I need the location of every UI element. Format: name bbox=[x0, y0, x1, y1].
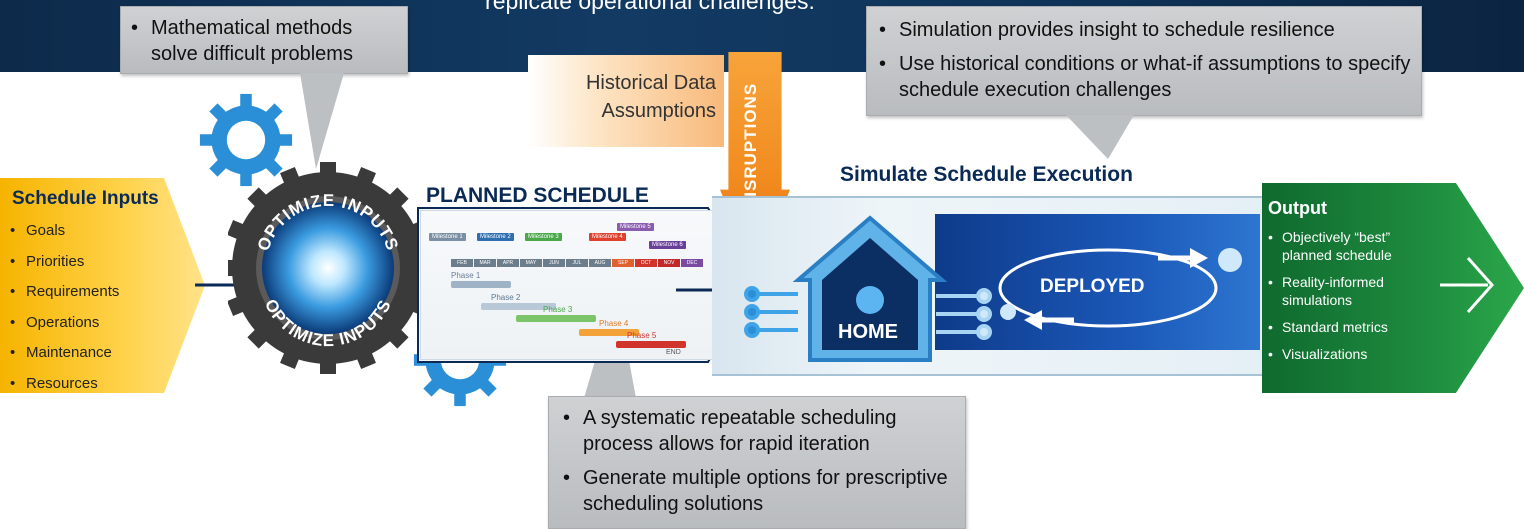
phase-bar bbox=[579, 329, 639, 336]
list-item: Requirements bbox=[10, 283, 119, 314]
home-house-icon bbox=[792, 215, 948, 362]
home-label: HOME bbox=[838, 321, 898, 343]
milestone-tag: Milestone 3 bbox=[525, 233, 562, 241]
list-item: Visualizations bbox=[1268, 345, 1443, 363]
output-title: Output bbox=[1268, 198, 1327, 218]
list-item: Objectively “best” planned schedule bbox=[1268, 228, 1443, 264]
circuit-right-icon bbox=[936, 288, 992, 340]
callout-math-item: Mathematical methods solve difficult pro… bbox=[129, 15, 399, 67]
list-item: Resources bbox=[10, 375, 119, 406]
callout-process: A systematic repeatable scheduling proce… bbox=[548, 396, 966, 529]
optimize-gear-icon: OPTIMIZE INPUTS OPTIMIZE INPUTS bbox=[228, 162, 428, 374]
output-arrow-icon bbox=[1440, 257, 1495, 313]
month-label: JUN bbox=[543, 259, 565, 267]
end-label: END bbox=[666, 349, 681, 356]
list-item: Maintenance bbox=[10, 344, 119, 375]
deployed-label: DEPLOYED bbox=[1040, 276, 1145, 297]
callout-simulation-item: Simulation provides insight to schedule … bbox=[877, 17, 1413, 43]
deploy-cycle-icon bbox=[998, 248, 1242, 330]
callout-process-item: A systematic repeatable scheduling proce… bbox=[561, 405, 957, 457]
output-list: Objectively “best” planned schedule Real… bbox=[1268, 228, 1443, 372]
phase-label: Phase 3 bbox=[543, 305, 573, 314]
phase-bar bbox=[481, 303, 556, 310]
phase-label: Phase 1 bbox=[451, 271, 481, 280]
phase-bar bbox=[451, 281, 511, 288]
disruptions-label: DISRUPTIONS bbox=[741, 82, 760, 210]
month-label: NOV bbox=[658, 259, 680, 267]
circuit-left-icon bbox=[744, 286, 798, 338]
milestone-tag: Milestone 2 bbox=[477, 233, 514, 241]
month-label: JUL bbox=[566, 259, 588, 267]
milestone-tag: Milestone 5 bbox=[617, 223, 654, 231]
list-item: Reality-informed simulations bbox=[1268, 273, 1443, 309]
callout-math-tail bbox=[300, 73, 344, 169]
callout-math: Mathematical methods solve difficult pro… bbox=[120, 6, 408, 74]
month-label: SEP bbox=[612, 259, 634, 267]
callout-simulation: Simulation provides insight to schedule … bbox=[866, 6, 1422, 116]
phase-bar bbox=[516, 315, 596, 322]
month-label: FEB bbox=[451, 259, 473, 267]
list-item: Priorities bbox=[10, 253, 119, 284]
planned-schedule-title: PLANNED SCHEDULE bbox=[426, 184, 649, 207]
phase-label: Phase 2 bbox=[491, 293, 521, 302]
month-label: APR bbox=[497, 259, 519, 267]
milestone-tag: Milestone 6 bbox=[649, 241, 686, 249]
milestone-tag: Milestone 4 bbox=[589, 233, 626, 241]
list-item: Goals bbox=[10, 222, 119, 253]
month-label: DEC bbox=[681, 259, 703, 267]
phase-label: Phase 5 bbox=[627, 331, 657, 340]
month-label: MAR bbox=[474, 259, 496, 267]
historical-data-assumptions: Historical Data Assumptions bbox=[528, 55, 724, 147]
small-gear-top-icon bbox=[199, 93, 293, 187]
list-item: Standard metrics bbox=[1268, 318, 1443, 336]
month-label: MAY bbox=[520, 259, 542, 267]
month-label: AUG bbox=[589, 259, 611, 267]
month-label: OCT bbox=[635, 259, 657, 267]
list-item: Operations bbox=[10, 314, 119, 345]
callout-process-item: Generate multiple options for prescripti… bbox=[561, 465, 957, 517]
simulate-execution-title: Simulate Schedule Execution bbox=[840, 163, 1133, 186]
callout-simulation-item: Use historical conditions or what-if ass… bbox=[877, 51, 1413, 103]
banner-caption: replicate operational challenges. bbox=[485, 0, 815, 14]
schedule-inputs-list: Goals Priorities Requirements Operations… bbox=[10, 222, 119, 405]
schedule-inputs-title: Schedule Inputs bbox=[12, 188, 159, 209]
phase-label: Phase 4 bbox=[599, 319, 629, 328]
phase-bar bbox=[616, 341, 686, 348]
callout-simulation-tail bbox=[1066, 115, 1134, 159]
milestone-tag: Milestone 1 bbox=[429, 233, 466, 241]
gantt-chart-thumbnail: Milestone 1 Milestone 2 Milestone 3 Mile… bbox=[420, 210, 720, 360]
